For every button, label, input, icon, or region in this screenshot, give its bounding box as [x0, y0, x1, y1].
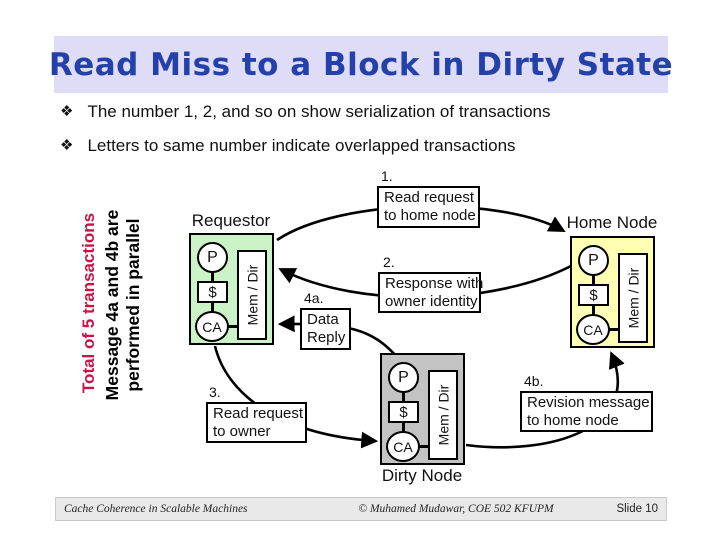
node-dirty: P $ CA Mem / Dir [380, 353, 465, 465]
comm-assist-circle: CA [195, 311, 229, 342]
processor-circle: P [388, 362, 419, 393]
connector-line [592, 305, 595, 315]
bullet-diamond-icon: ❖ [60, 103, 74, 120]
message-line: to owner [213, 423, 271, 440]
cache-box: $ [388, 401, 419, 423]
connector-line [592, 275, 595, 285]
message-1-box: Read request to home node [377, 186, 480, 228]
message-line: Reply [307, 329, 346, 346]
processor-label: P [588, 251, 599, 269]
footer-copyright: © Muhamed Mudawar, COE 502 KFUPM [358, 503, 554, 515]
bullet-item-1: ❖ The number 1, 2, and so on show serial… [60, 101, 700, 122]
connector-line [211, 272, 214, 282]
message-4b-box: Revision message to home node [520, 391, 653, 432]
comm-assist-label: CA [202, 318, 222, 335]
message-line: to home node [527, 412, 619, 429]
connector-line [402, 392, 405, 402]
message-2-box: Response with owner identity [378, 272, 484, 313]
connector-line [419, 445, 429, 448]
cache-box: $ [197, 281, 228, 303]
connector-line [211, 302, 214, 312]
comm-assist-circle: CA [576, 314, 610, 345]
message-line: to home node [384, 207, 476, 224]
home-node-label: Home Node [566, 213, 658, 232]
message-line: Read request [384, 189, 475, 206]
footer-band: Cache Coherence in Scalable Machines © M… [55, 497, 667, 521]
node-home: P $ CA Mem / Dir [570, 236, 655, 348]
processor-label: P [207, 248, 218, 266]
node-requestor: P $ CA Mem / Dir [189, 233, 274, 345]
mem-dir-rect: Mem / Dir [428, 370, 458, 460]
mem-dir-label: Mem / Dir [625, 267, 642, 329]
message-4b-number: 4b. [524, 373, 544, 389]
dirty-node-label: Dirty Node [381, 466, 463, 485]
mem-dir-rect: Mem / Dir [237, 250, 267, 340]
footer-course-title: Cache Coherence in Scalable Machines [64, 503, 248, 515]
message-line: Revision message [527, 394, 650, 411]
connector-line [228, 325, 238, 328]
message-line: Read request [213, 405, 304, 422]
message-line: Response with [385, 275, 484, 292]
message-4a-box: Data Reply [300, 308, 351, 350]
bullet-item-2: ❖ Letters to same number indicate overla… [60, 135, 700, 156]
mem-dir-rect: Mem / Dir [618, 253, 648, 343]
slide-title-band: Read Miss to a Block in Dirty State [49, 36, 673, 93]
bullet-diamond-icon: ❖ [60, 137, 74, 154]
message-4a-number: 4a. [304, 290, 324, 306]
cache-label: $ [589, 286, 598, 304]
message-2-number: 2. [383, 254, 395, 270]
comm-assist-label: CA [393, 438, 413, 455]
message-line: owner identity [385, 293, 478, 310]
connector-line [402, 422, 405, 432]
cache-box: $ [578, 284, 609, 306]
comm-assist-circle: CA [386, 431, 420, 462]
cache-label: $ [208, 283, 217, 301]
cache-label: $ [399, 403, 408, 421]
message-1-number: 1. [381, 168, 393, 184]
bullet-text: The number 1, 2, and so on show serializ… [87, 102, 551, 121]
mem-dir-label: Mem / Dir [244, 264, 261, 326]
processor-circle: P [197, 242, 228, 273]
footer-slide-number: Slide 10 [616, 503, 658, 515]
message-3-number: 3. [209, 384, 221, 400]
comm-assist-label: CA [583, 321, 603, 338]
mem-dir-label: Mem / Dir [435, 384, 452, 446]
message-3-box: Read request to owner [206, 402, 307, 443]
message-line: Data [307, 311, 339, 328]
connector-line [609, 328, 619, 331]
processor-label: P [398, 368, 409, 386]
slide-title: Read Miss to a Block in Dirty State [48, 46, 674, 83]
processor-circle: P [578, 245, 609, 276]
requestor-label: Requestor [191, 211, 271, 230]
bullet-text: Letters to same number indicate overlapp… [87, 136, 516, 155]
